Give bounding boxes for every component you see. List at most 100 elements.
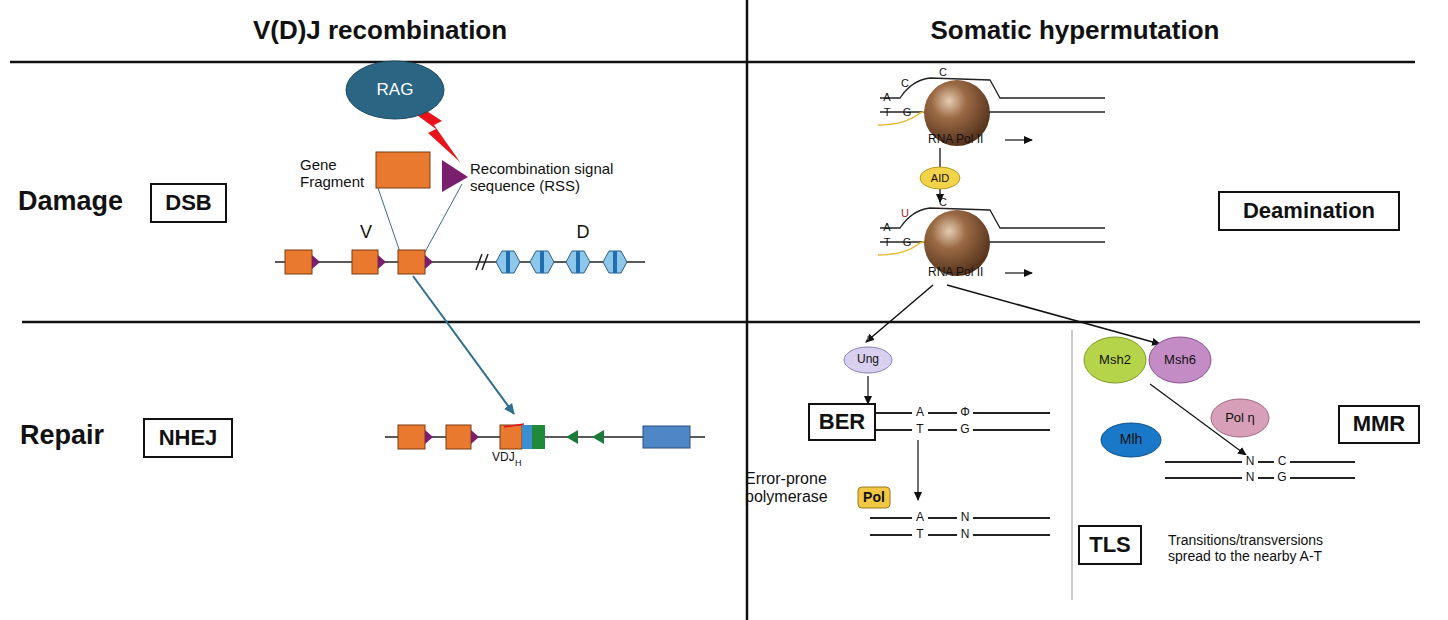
illustration-polygon — [378, 255, 386, 269]
illustration-line — [482, 254, 488, 270]
node-text: BER — [819, 410, 865, 434]
illustration-line — [1005, 139, 1032, 140]
column-header: V(D)J recombination — [180, 16, 580, 46]
base-letter: A — [912, 406, 928, 418]
illustration-line — [413, 276, 514, 414]
node-shape — [1101, 423, 1161, 457]
base-letter: C — [935, 66, 951, 79]
part-label: Gene Fragment — [300, 156, 372, 191]
segment-label: V — [356, 222, 376, 243]
base-letter: T — [879, 236, 895, 249]
illustration-rect — [352, 250, 378, 274]
node-text: DSB — [165, 191, 211, 215]
node-text: TLS — [1089, 533, 1131, 557]
node-text: Msh2 — [1099, 353, 1131, 367]
illustration-line — [1165, 477, 1355, 479]
base-letter: N — [1242, 455, 1258, 467]
term-box: NHEJ — [143, 418, 233, 458]
node-shape — [346, 61, 444, 119]
illustration-line — [866, 285, 933, 342]
node-text: Ung — [857, 353, 879, 366]
process-label: Error-prone polymerase — [745, 470, 857, 507]
illustration-line — [1072, 330, 1073, 600]
illustration-polygon — [496, 251, 520, 273]
illustration-polygon — [603, 251, 627, 273]
base-letter: G — [899, 106, 915, 119]
illustration-rect — [643, 426, 690, 448]
illustration-rect — [613, 251, 617, 273]
term-box: DSB — [150, 183, 227, 223]
subscript-label: H — [515, 458, 527, 468]
node-text: Deamination — [1243, 199, 1375, 223]
illustration-line — [10, 61, 1415, 64]
node-text: Msh6 — [1164, 353, 1196, 367]
segment-label: D — [573, 222, 593, 243]
illustration-line — [880, 111, 1105, 112]
illustration-rect — [522, 425, 532, 449]
base-letter: A — [912, 511, 928, 523]
illustration-polygon — [312, 255, 320, 269]
enzyme-ellipse: Ung — [843, 346, 893, 374]
illustration-polygon — [471, 430, 479, 444]
base-letter: Φ — [957, 406, 973, 418]
enzyme-ellipse: Msh2 — [1083, 336, 1147, 384]
enzyme-box: Pol — [857, 486, 891, 509]
illustration-rect — [500, 425, 522, 449]
illustration-polygon — [442, 160, 468, 192]
row-header: Repair — [20, 420, 140, 451]
base-letter: N — [957, 528, 973, 540]
illustration-polygon — [566, 430, 578, 444]
base-letter: U — [897, 207, 913, 220]
enzyme-ellipse: Pol η — [1210, 398, 1270, 438]
enzyme-label: RNA Pol II — [928, 266, 1008, 280]
node-shape — [858, 487, 890, 508]
enzyme-ellipse: Mlh — [1100, 422, 1162, 458]
illustration-rect — [376, 152, 430, 188]
base-letter: A — [879, 91, 895, 104]
illustration-rect — [398, 250, 425, 274]
illustration-rect — [576, 251, 580, 273]
node-shape — [920, 167, 960, 189]
enzyme-label: RNA Pol II — [928, 133, 1008, 147]
base-letter: A — [879, 221, 895, 234]
node-text: Pol η — [1225, 411, 1255, 425]
node-text: RAG — [377, 81, 414, 100]
node-text: AID — [931, 172, 949, 184]
term-box: TLS — [1078, 525, 1142, 565]
node-shape — [1149, 337, 1211, 383]
base-letter: N — [1242, 471, 1258, 483]
node-text: Mlh — [1120, 432, 1143, 447]
illustration-rect — [506, 251, 510, 273]
illustration-line — [868, 336, 869, 340]
node-text: MMR — [1353, 412, 1406, 436]
enzyme-ellipse: RAG — [345, 60, 445, 120]
illustration-line — [1005, 272, 1032, 273]
illustration-line — [917, 440, 918, 500]
base-letter: C — [897, 77, 913, 90]
illustration-rect — [398, 425, 425, 449]
illustration-rect — [446, 425, 471, 449]
node-shape — [844, 347, 892, 373]
base-letter: T — [879, 106, 895, 119]
illustration-rect — [285, 250, 312, 274]
illustration-polygon — [592, 430, 604, 444]
illustration-polygon — [425, 430, 433, 444]
illustration-line — [867, 376, 868, 404]
base-letter: G — [957, 423, 973, 435]
base-letter: G — [899, 236, 915, 249]
column-header: Somatic hypermutation — [875, 16, 1275, 46]
row-header: Damage — [18, 186, 148, 217]
illustration-line — [947, 285, 1160, 344]
illustration-line — [22, 321, 1420, 324]
illustration-rect — [532, 425, 545, 449]
base-letter: N — [957, 511, 973, 523]
illustration-line — [1165, 461, 1355, 463]
illustration-line — [425, 184, 462, 252]
illustration-line — [476, 254, 482, 270]
node-text: Pol — [863, 490, 885, 505]
enzyme-ellipse: AID — [919, 166, 961, 190]
base-letter: T — [912, 423, 928, 435]
node-shape — [1084, 337, 1146, 383]
